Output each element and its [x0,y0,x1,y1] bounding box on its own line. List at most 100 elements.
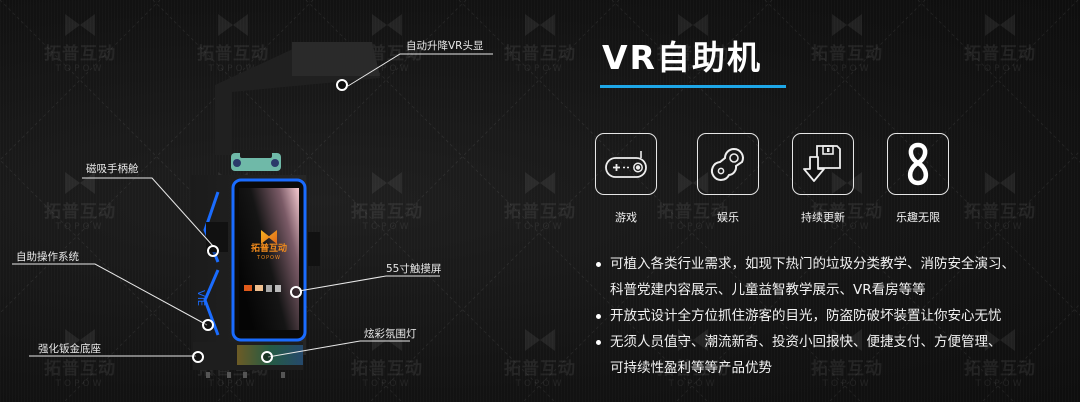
watermark-logo-icon [678,329,708,351]
watermark-cn: 拓普互动 [504,44,576,64]
watermark-en: TOPOW [208,64,258,74]
controller-icon [710,147,744,181]
watermark-cn: 拓普互动 [964,44,1036,64]
feature-icon-box [697,133,759,195]
svg-text:VIE: VIE [195,290,206,306]
feature-game[interactable]: 游戏 [594,133,658,225]
callout-dot-vr-headset[interactable] [336,79,348,91]
callout-label-ambient-light: 炫彩氛围灯 [364,328,417,340]
watermark-logo-icon [832,329,862,351]
feature-icon-box [595,133,657,195]
watermark-logo-icon [832,14,862,36]
bullet-item: 无须人员值守、潮流新奇、投资小回报快、便捷支付、方便管理、 可持续性盈利等等产品… [594,329,1080,381]
callout-label-self-service: 自助操作系统 [16,251,79,263]
watermark-en: TOPOW [362,222,412,232]
watermark-cn: 拓普互动 [351,359,423,379]
bullet-line: 无须人员值守、潮流新奇、投资小回报快、便捷支付、方便管理、 [610,334,1002,350]
watermark-en: TOPOW [55,222,105,232]
feature-label: 持续更新 [801,211,845,224]
callout-dot-controller-bay[interactable] [207,245,219,257]
watermark-en: TOPOW [822,222,872,232]
watermark-logo-icon [525,172,555,194]
watermark-en: TOPOW [975,64,1025,74]
page-title: VR自助机 [602,38,762,77]
feature-label: 游戏 [615,211,637,224]
watermark-en: TOPOW [668,222,718,232]
watermark-logo-icon [832,172,862,194]
callout-dot-reinforced-base[interactable] [192,351,204,363]
watermark-logo-icon [525,329,555,351]
watermark-en: TOPOW [822,64,872,74]
watermark-cn: 拓普互动 [964,202,1036,222]
title-underline [600,85,786,88]
watermark-cn: 拓普互动 [811,202,883,222]
screen-brand-cn: 拓普互动 [250,244,287,254]
watermark-logo-icon [372,172,402,194]
bullet-line: 可植入各类行业需求，如现下热门的垃圾分类教学、消防安全演习、 [610,256,1015,272]
app-icon [266,285,272,292]
bullet-item: 可植入各类行业需求，如现下热门的垃圾分类教学、消防安全演习、 科普党建内容展示、… [594,251,1080,303]
feature-icon-box [887,133,949,195]
watermark-cn: 拓普互动 [351,202,423,222]
callout-dot-ambient-light[interactable] [261,351,273,363]
watermark-logo-icon [218,14,248,36]
watermark-logo-icon [372,329,402,351]
bullet-line: 科普党建内容展示、儿童益智教学展示、VR看房等等 [610,282,926,298]
watermark-cn: 拓普互动 [504,202,576,222]
feature-label: 乐趣无限 [896,211,940,224]
bullet-line: 开放式设计全方位抓住游客的目光，防盗防破坏装置让你安心无忧 [610,308,1002,324]
watermark-logo-icon [985,329,1015,351]
watermark-en: TOPOW [362,379,412,389]
watermark-logo-icon [372,14,402,36]
watermark-en: TOPOW [668,379,718,389]
feature-list: 游戏 娱乐 持续更新 [594,133,954,229]
watermark-en: TOPOW [515,379,565,389]
watermark-en: TOPOW [975,222,1025,232]
screen-brand-en: TOPOW [257,255,281,261]
watermark-en: TOPOW [362,64,412,74]
callout-label-vr-headset: 自动升降VR头显 [406,40,484,52]
watermark-cn: 拓普互动 [657,359,729,379]
screen-app-icons [244,285,281,292]
watermark-logo-icon [65,14,95,36]
watermark-logo-icon [65,329,95,351]
infinity-icon [907,142,929,186]
watermark-logo-icon [678,14,708,36]
download-save-icon [803,145,841,182]
callout-label-controller-bay: 磁吸手柄舱 [86,163,139,175]
bullet-item: 开放式设计全方位抓住游客的目光，防盗防破坏装置让你安心无忧 [594,303,1080,329]
app-icon [255,285,263,291]
watermark-cn: 拓普互动 [964,359,1036,379]
watermark-en: TOPOW [975,379,1025,389]
callout-label-reinforced-base: 强化钣金底座 [38,343,101,355]
feature-bullet-list: 可植入各类行业需求，如现下热门的垃圾分类教学、消防安全演习、 科普党建内容展示、… [594,251,1080,381]
feature-updates[interactable]: 持续更新 [791,133,855,225]
feature-entertainment[interactable]: 娱乐 [696,133,760,225]
bullet-line: 可持续性盈利等等产品优势 [610,360,772,376]
feature-icon-box [792,133,854,195]
watermark-cn: 拓普互动 [811,359,883,379]
feature-infinite-fun[interactable]: 乐趣无限 [886,133,950,225]
callout-dot-self-service[interactable] [202,319,214,331]
watermark-logo-icon [525,14,555,36]
gamepad-icon [605,151,647,178]
watermark-cn: 拓普互动 [44,44,116,64]
app-icon [244,285,252,291]
watermark-en: TOPOW [668,64,718,74]
callout-dot-touchscreen[interactable] [290,286,302,298]
watermark-logo-icon [985,172,1015,194]
